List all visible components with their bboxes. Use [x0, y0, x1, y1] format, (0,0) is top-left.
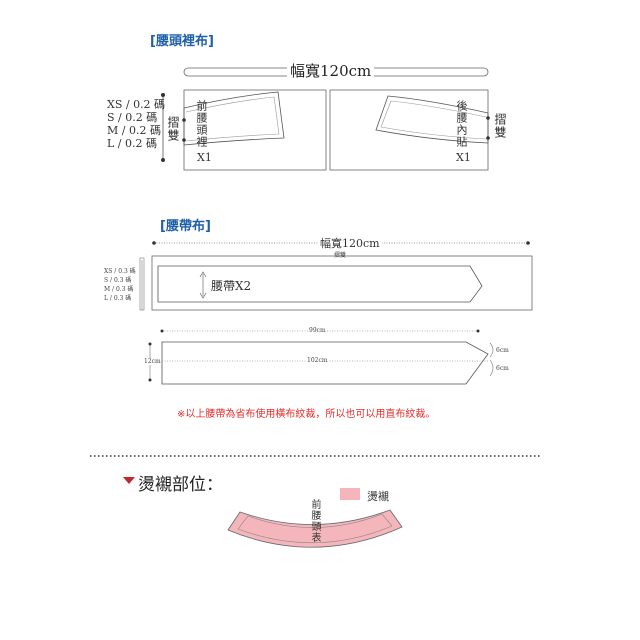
waistband-size-s: S / 0.3 碼: [104, 277, 132, 284]
dim-99-label: 99cm: [308, 327, 327, 334]
waistband-fold-top: 摺雙: [334, 252, 347, 259]
back-lining-piece-inner: [380, 100, 487, 140]
waistband-fabric: [151, 255, 533, 311]
front-waistband-label: 前腰頭表: [309, 499, 320, 543]
lining-title: [腰頭裡布]: [150, 34, 214, 49]
back-lining-count: X1: [456, 151, 471, 164]
waistband-size-l: L / 0.3 碼: [104, 295, 132, 302]
waistband-piece-label: 腰帶X2: [211, 279, 252, 293]
iron-title: 燙襯部位：: [138, 475, 223, 495]
lining-size-dot-top: [161, 93, 165, 97]
lining-fold-label-right: 摺雙: [493, 113, 507, 139]
back-lining-piece-outer: [375, 95, 489, 144]
waistband-piece: [157, 265, 483, 303]
dim-6b-label: 6cm: [496, 365, 509, 372]
waistband-size-list: XS / 0.3 碼 S / 0.3 碼 M / 0.3 碼 L / 0.3 碼: [104, 267, 136, 303]
front-lining-label: 前腰頭裡: [195, 100, 208, 148]
grain-note: ※以上腰帶為省布使用橫布紋裁，所以也可以用直布紋裁。: [177, 409, 436, 420]
back-lining-label: 後腰內貼: [455, 100, 468, 148]
dim-12-label: 12cm: [144, 358, 161, 365]
waistband-size-xs: XS / 0.3 碼: [104, 268, 136, 275]
waistband-width-label: 幅寬120cm: [318, 235, 382, 251]
lining-fold-label-left: 摺雙: [166, 116, 180, 142]
lining-size-list: XS / 0.2 碼 S / 0.2 碼 M / 0.2 碼 L / 0.2 碼: [107, 98, 165, 150]
iron-legend-swatch: [340, 488, 360, 500]
front-lining-piece-outer: [183, 91, 285, 146]
waistband-pattern: [161, 341, 489, 385]
dim-102-label: 102cm: [306, 357, 329, 364]
lining-size-dot-bottom: [161, 158, 165, 162]
waistband-size-m: M / 0.3 碼: [104, 286, 134, 293]
waistband-title: [腰帶布]: [160, 219, 211, 234]
front-lining-count: X1: [197, 151, 212, 164]
dim-6a-label: 6cm: [496, 347, 509, 354]
lining-size-xs: XS / 0.2 碼: [107, 98, 166, 111]
lining-size-m: M / 0.2 碼: [107, 124, 161, 137]
front-waistband-inner: [237, 513, 393, 544]
front-waistband-outer: [227, 509, 403, 548]
front-lining-piece-inner: [185, 96, 280, 142]
lining-size-s: S / 0.2 碼: [107, 111, 158, 124]
iron-legend-label: 燙襯: [367, 490, 389, 503]
iron-marker-triangle: [123, 477, 135, 484]
lining-size-l: L / 0.2 碼: [107, 137, 157, 150]
lining-width-label: 幅寬120cm: [287, 60, 375, 81]
